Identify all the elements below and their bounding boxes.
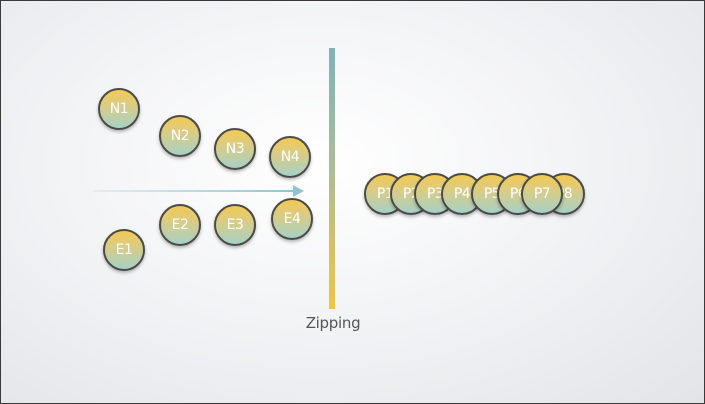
node-label: P5 bbox=[483, 186, 501, 202]
node-e1: E1 bbox=[103, 229, 145, 271]
node-label: E4 bbox=[283, 211, 301, 227]
direction-arrow-head-icon bbox=[293, 185, 304, 197]
node-n4: N4 bbox=[269, 136, 311, 178]
node-label: E2 bbox=[171, 217, 189, 233]
node-label: E3 bbox=[226, 217, 244, 233]
node-p7: P7 bbox=[521, 173, 563, 215]
node-label: P3 bbox=[426, 186, 444, 202]
node-e3: E3 bbox=[214, 204, 256, 246]
node-n3: N3 bbox=[214, 128, 256, 170]
node-e2: E2 bbox=[159, 204, 201, 246]
node-label: N3 bbox=[225, 141, 245, 157]
node-n2: N2 bbox=[159, 115, 201, 157]
node-e4: E4 bbox=[271, 198, 313, 240]
direction-arrow-line bbox=[93, 190, 295, 192]
caption-zipping: Zipping bbox=[305, 314, 361, 332]
node-label: N1 bbox=[109, 101, 129, 117]
node-label: N2 bbox=[170, 128, 190, 144]
node-n1: N1 bbox=[98, 88, 140, 130]
node-label: P4 bbox=[453, 186, 471, 202]
node-label: E1 bbox=[115, 242, 133, 258]
node-label: P1 bbox=[376, 186, 394, 202]
node-label: P7 bbox=[533, 186, 551, 202]
zip-barrier bbox=[329, 48, 335, 309]
node-label: N4 bbox=[280, 149, 300, 165]
